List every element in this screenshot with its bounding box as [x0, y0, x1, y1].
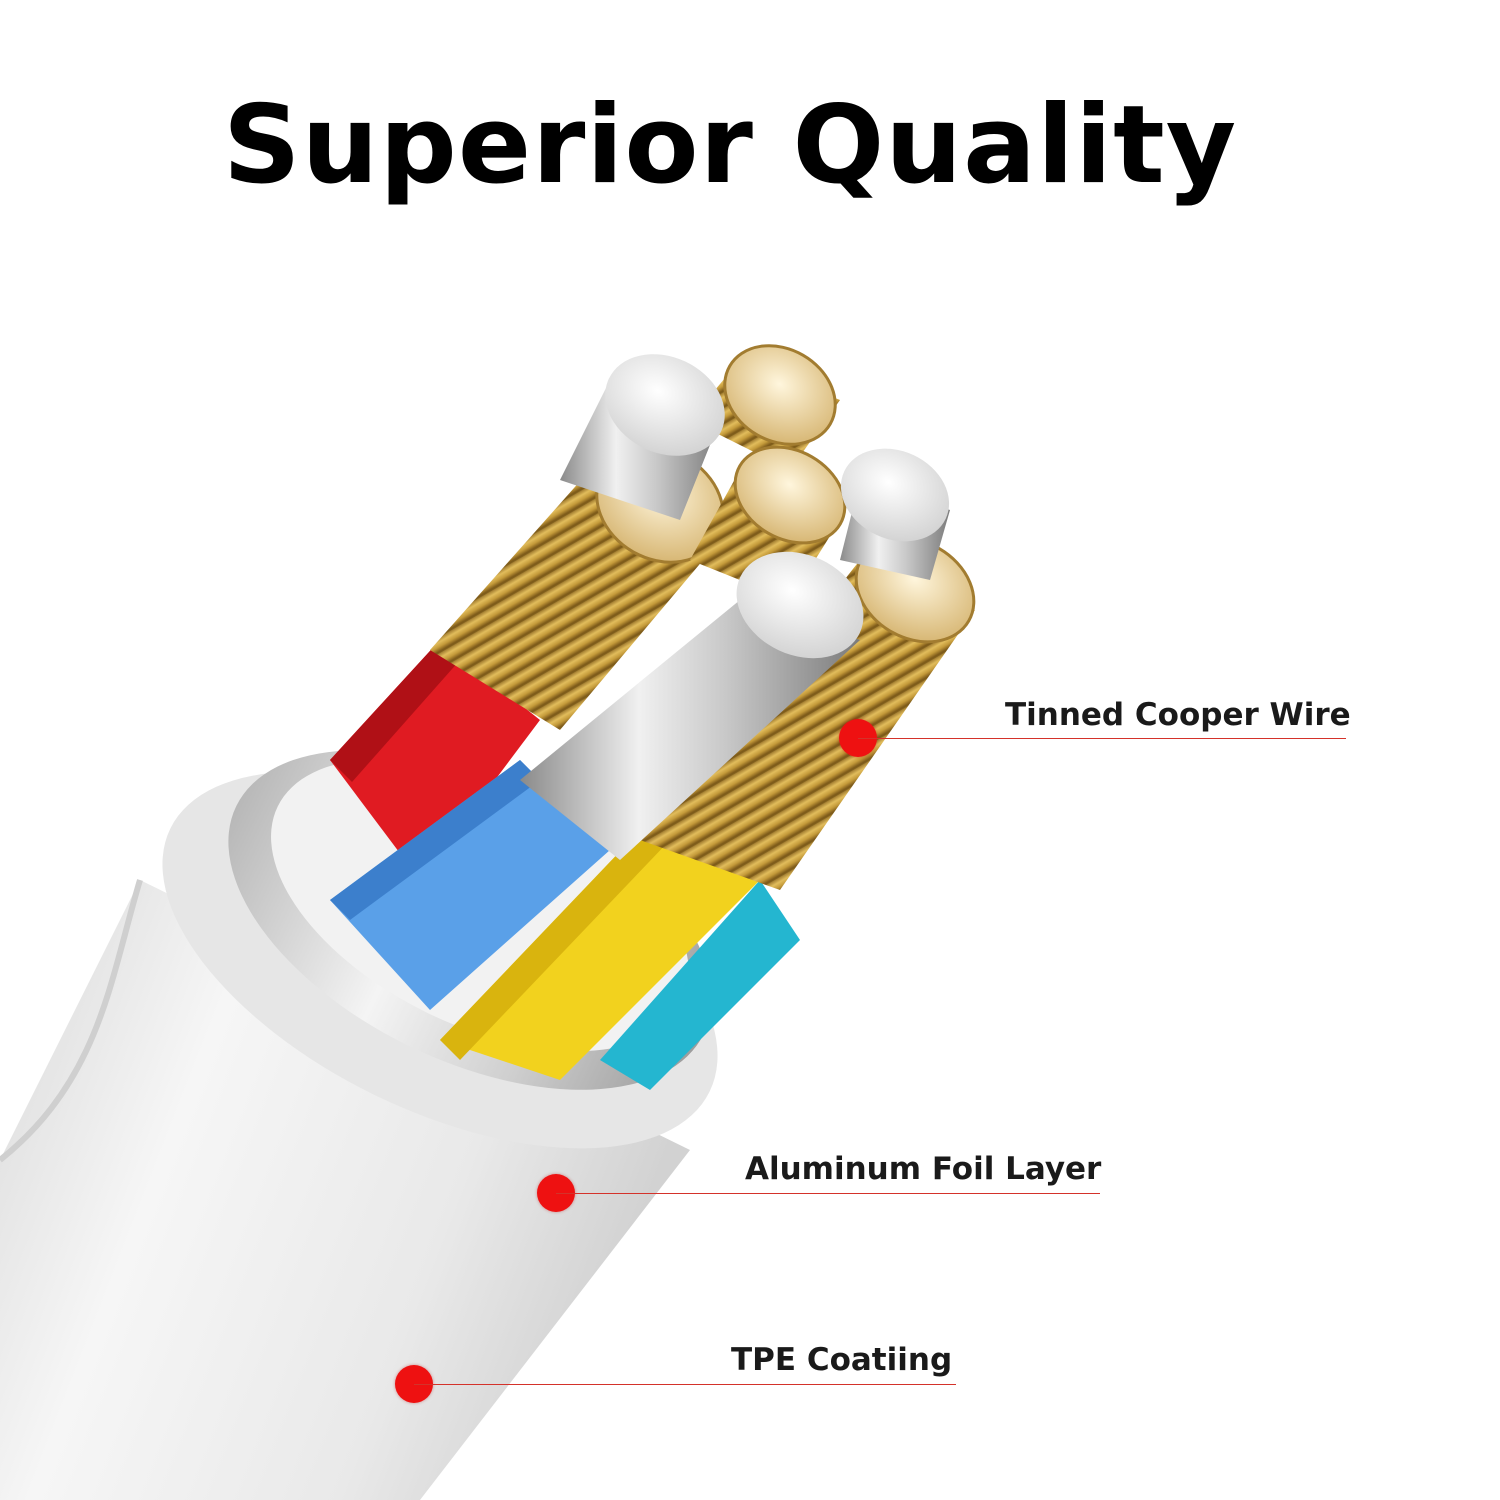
silver-wires	[520, 354, 950, 860]
callout-leader-line	[556, 1193, 1100, 1194]
callout-label-tpe-coating: TPE Coatiing	[731, 1342, 953, 1378]
page-title: Superior Quality	[222, 83, 1238, 208]
tpe-jacket	[0, 879, 690, 1500]
inner-conductors	[330, 640, 800, 1090]
callout-label-aluminum-foil-layer: Aluminum Foil Layer	[745, 1151, 1102, 1187]
callout-leader-line	[858, 738, 1346, 739]
callout-leader-line	[414, 1384, 956, 1385]
callout-label-tinned-copper-wire: Tinned Cooper Wire	[1005, 697, 1351, 733]
